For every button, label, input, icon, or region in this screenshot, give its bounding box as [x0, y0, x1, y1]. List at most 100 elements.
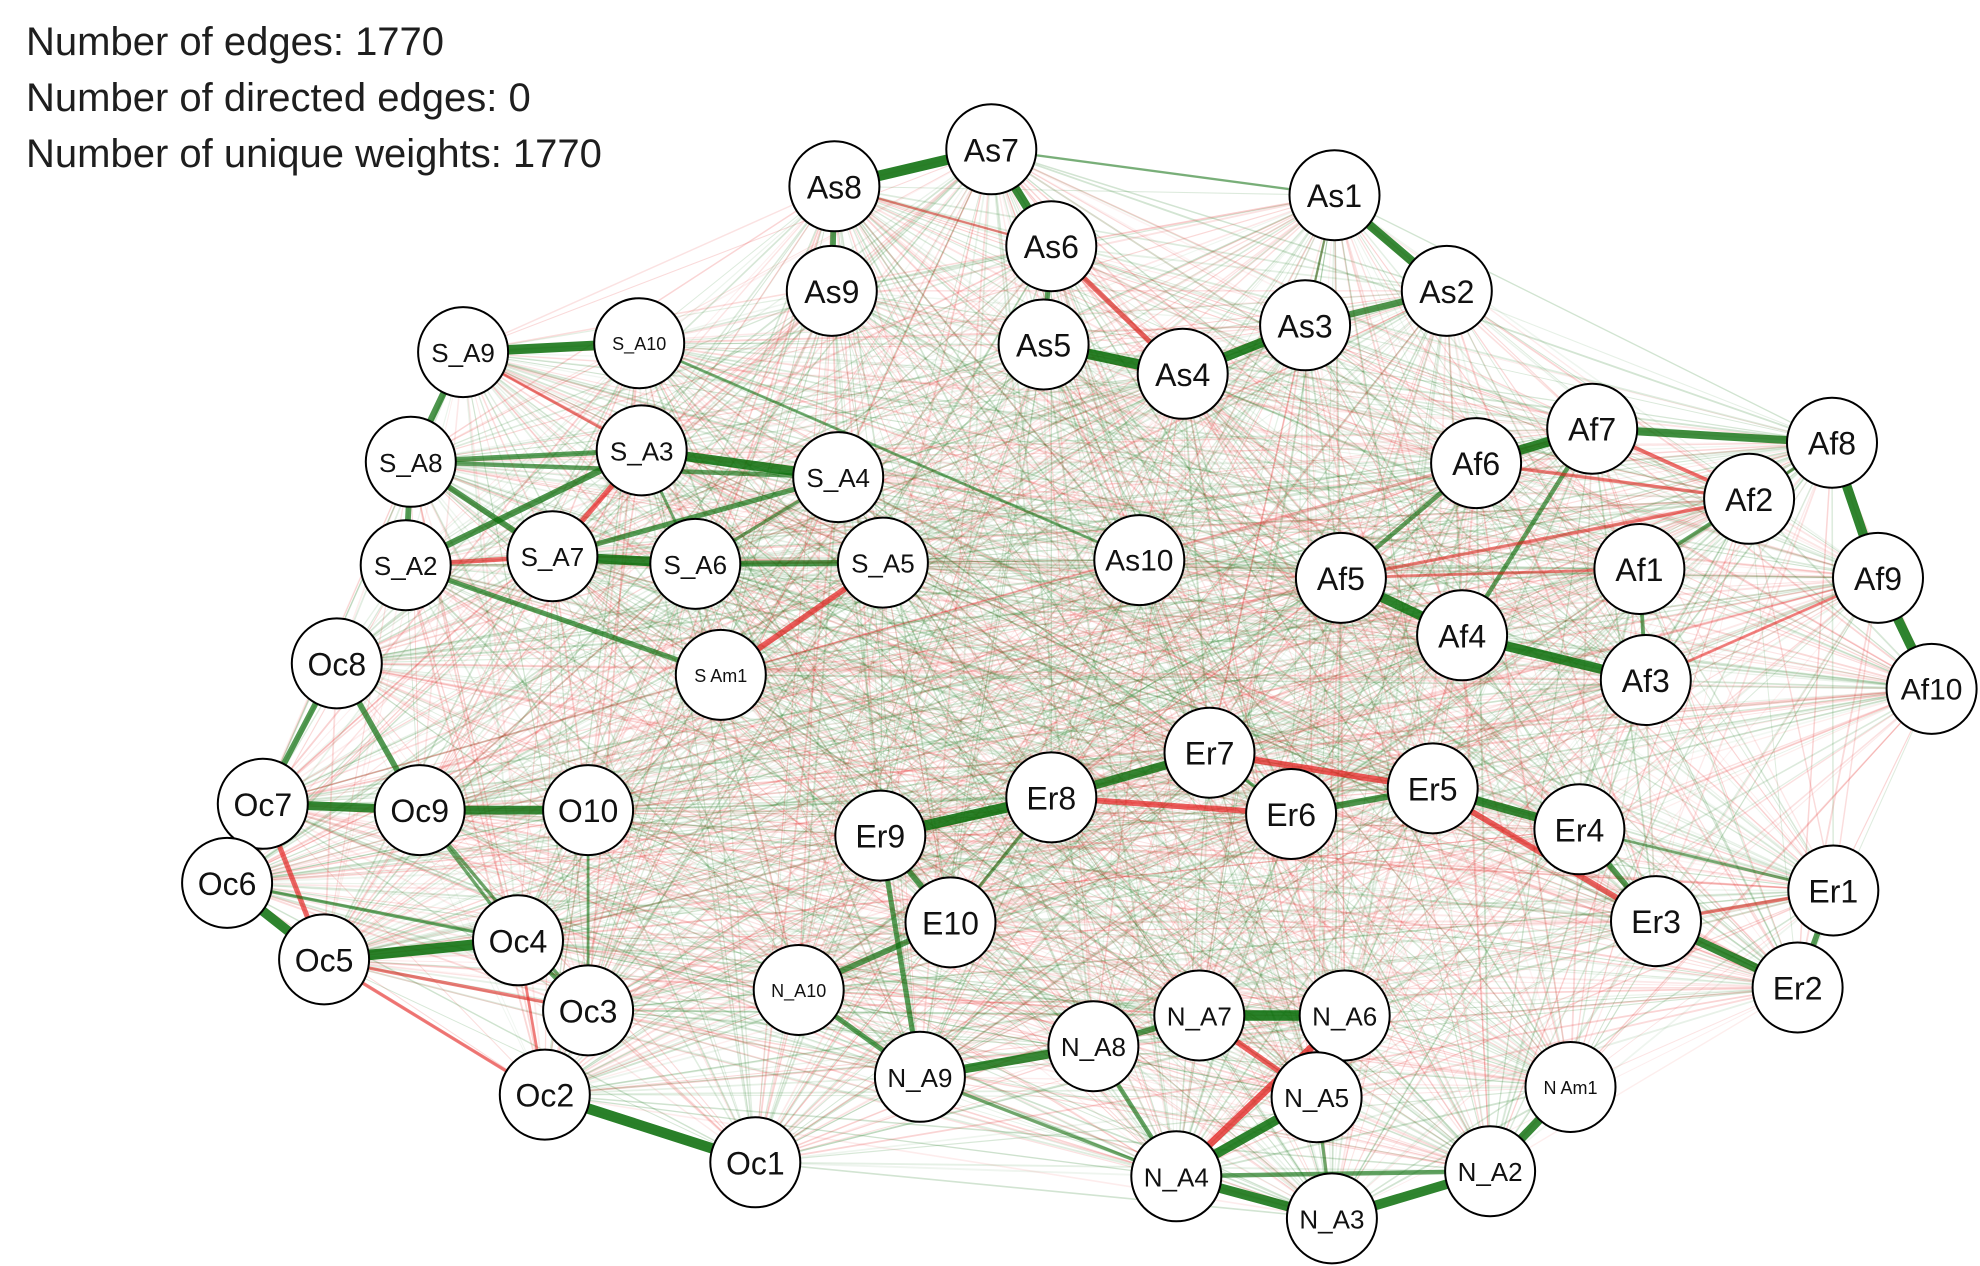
edge-faint	[1331, 577, 1879, 1219]
edge-faint	[1092, 577, 1342, 1047]
edge-faint	[879, 834, 1200, 1017]
edge-faint	[1198, 290, 1448, 1016]
edge-faint	[262, 476, 839, 805]
edge-faint	[588, 751, 1210, 811]
edge-faint	[336, 662, 1657, 922]
edge-faint	[323, 342, 640, 960]
node-label: As9	[804, 274, 859, 310]
edge-faint	[323, 441, 1833, 961]
edge-faint	[323, 674, 722, 960]
edge-faint	[919, 428, 1593, 1078]
edge-faint	[831, 290, 1640, 570]
edge-faint	[262, 449, 643, 805]
edge-faint	[838, 442, 1833, 478]
edge-faint	[837, 476, 1434, 790]
edge-faint	[405, 565, 519, 941]
edge-faint	[517, 920, 1657, 941]
edge-faint	[336, 662, 589, 811]
network-node: Oc8	[290, 617, 383, 710]
node-circle	[1288, 149, 1381, 242]
directed-edge-count-text: Number of directed edges: 0	[26, 76, 531, 120]
edge-faint	[798, 290, 833, 991]
edge-faint	[517, 556, 553, 941]
node-circle	[1245, 768, 1338, 860]
edge-faint	[587, 1009, 1491, 1172]
edge-faint	[410, 460, 884, 564]
edge-faint	[754, 562, 884, 1163]
network-node: As6	[1005, 200, 1098, 293]
edge-faint	[1175, 787, 1434, 1177]
edge-faint	[410, 460, 1210, 754]
edge-faint	[1489, 679, 1647, 1172]
edge-faint	[336, 343, 1044, 665]
edge-faint	[720, 148, 993, 676]
edge-faint	[419, 185, 835, 811]
edge-faint	[641, 449, 1346, 1016]
edge-faint	[1645, 679, 1932, 690]
edge-faint	[1051, 634, 1463, 799]
node-label: Er1	[1808, 874, 1858, 910]
edge-faint	[462, 148, 992, 353]
edge-faint	[831, 290, 1200, 1016]
edge-faint	[336, 662, 1333, 1219]
edge-faint	[419, 450, 643, 811]
edge-faint	[1043, 343, 1647, 681]
edge-faint	[323, 194, 1335, 960]
edge-faint	[882, 562, 1346, 1016]
network-node: Af6	[1430, 417, 1523, 510]
edge-faint	[720, 674, 1932, 690]
edge-faint	[1208, 752, 1346, 1016]
edge-faint	[1209, 679, 1646, 754]
edge-faint	[879, 149, 993, 836]
edge-faint	[882, 562, 952, 923]
node-label: S_A5	[851, 549, 915, 579]
node-label: As8	[807, 169, 862, 205]
edge-faint	[641, 449, 1333, 1219]
edge-faint	[419, 290, 833, 811]
node-label: Oc4	[489, 923, 548, 959]
edge-faint	[419, 563, 696, 811]
edge-faint	[323, 958, 1177, 1178]
edge-faint	[226, 882, 546, 1096]
edge-faint	[694, 563, 1052, 798]
node-circle	[1005, 200, 1098, 293]
edge-faint	[798, 989, 1177, 1177]
edge-faint	[1050, 796, 1346, 1017]
edge-faint	[544, 1075, 920, 1096]
edge-faint	[1475, 462, 1932, 690]
network-node: Af8	[1786, 396, 1878, 489]
edge-faint	[419, 497, 1750, 811]
node-label: Oc3	[559, 993, 618, 1029]
edge-faint	[517, 939, 1177, 1177]
node-circle	[788, 140, 881, 233]
edge-faint	[419, 674, 722, 811]
edge-faint	[882, 324, 1306, 564]
edge-faint	[226, 882, 1177, 1178]
edge-faint	[882, 561, 1932, 690]
edge-faint	[1461, 635, 1572, 1088]
edge-faint	[1093, 1045, 1333, 1219]
network-node: Er5	[1386, 742, 1479, 835]
edge-faint	[1138, 559, 1292, 815]
edge-faint	[323, 565, 407, 960]
network-node: Er6	[1245, 768, 1338, 860]
edge-faint	[419, 373, 1184, 811]
edge-faint	[1316, 290, 1448, 1098]
node-label: S_A4	[806, 463, 870, 493]
edge-faint	[262, 803, 1177, 1178]
edge-faint	[544, 373, 1184, 1096]
edge-faint	[517, 688, 1932, 942]
edge-faint	[833, 185, 1184, 375]
edge-faint	[1475, 462, 1799, 988]
node-label: Af9	[1854, 561, 1902, 597]
edge-faint	[336, 562, 883, 664]
network-node: Er1	[1787, 844, 1880, 937]
edge-faint	[949, 921, 1333, 1220]
edge-faint	[882, 562, 1094, 1047]
edge-faint	[880, 834, 1345, 1017]
edge-faint	[587, 562, 884, 1011]
edge-faint	[949, 324, 1306, 923]
edge-faint	[694, 563, 1200, 1016]
edge-faint	[1043, 343, 1463, 636]
edge-faint	[1579, 577, 1879, 830]
